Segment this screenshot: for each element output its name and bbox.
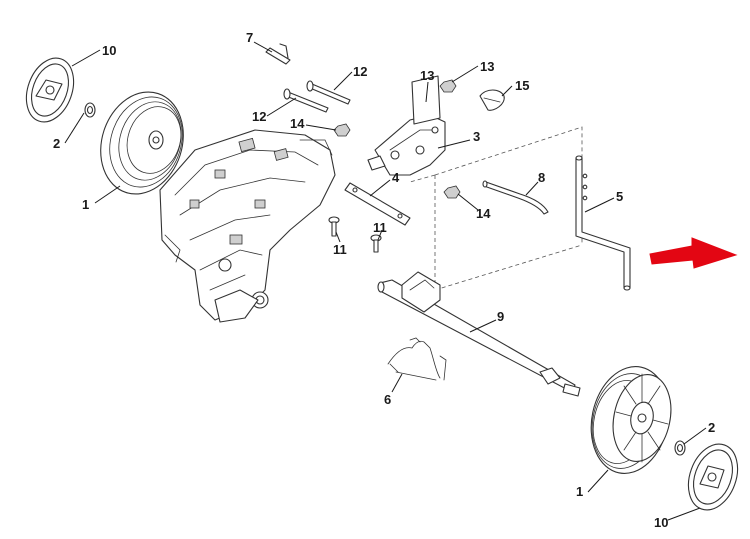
washer-top-part [84, 102, 96, 118]
label-clip: 15 [515, 78, 529, 93]
label-screw-a: 11 [333, 242, 347, 257]
gearbox-housing [159, 129, 336, 323]
part-labels: 10 2 1 7 12 12 14 13 13 15 3 4 8 14 11 1… [53, 30, 715, 530]
label-rod: 8 [538, 170, 545, 185]
washer-bottom-part [674, 440, 686, 456]
label-nut-left: 14 [290, 116, 305, 131]
lever-part [575, 155, 631, 291]
label-pin: 7 [246, 30, 253, 45]
label-washer-bottom: 2 [708, 420, 715, 435]
label-nut-top-right: 13 [480, 59, 494, 74]
label-bolt-upper: 12 [353, 64, 367, 79]
plate-part [344, 182, 411, 226]
clip-part [479, 89, 505, 111]
label-nut-right: 14 [476, 206, 491, 221]
nut-top-right-part [439, 79, 457, 93]
pin-part [265, 43, 291, 65]
label-bracket: 3 [473, 129, 480, 144]
bracket-part [367, 75, 446, 176]
nut-left-part [333, 123, 351, 137]
label-wheel-top: 1 [82, 197, 89, 212]
rod-part [482, 180, 549, 215]
label-axle: 9 [497, 309, 504, 324]
red-arrow [649, 237, 738, 269]
leader-lines [64, 41, 707, 521]
axle-part [377, 271, 581, 397]
nut-right-part [443, 185, 461, 199]
screw-a-part [328, 216, 340, 237]
label-nut-top-left: 13 [420, 68, 434, 83]
spring-part [387, 337, 447, 381]
label-wheel-cap-top: 10 [102, 43, 116, 58]
label-washer-top: 2 [53, 136, 60, 151]
label-lever: 5 [616, 189, 623, 204]
bolt-lower-part [283, 88, 329, 113]
wheel-cap-bottom-part [687, 443, 739, 511]
label-screw-b: 11 [373, 220, 387, 235]
label-wheel-bottom: 1 [576, 484, 583, 499]
label-spring: 6 [384, 392, 391, 407]
label-plate: 4 [392, 170, 400, 185]
bolt-upper-part [306, 80, 351, 105]
wheel-top-part [100, 91, 184, 195]
wheel-bottom-part [590, 366, 672, 474]
label-bolt-lower: 12 [252, 109, 266, 124]
wheel-cap-top-part [25, 57, 75, 123]
label-wheel-cap-bottom: 10 [654, 515, 668, 530]
